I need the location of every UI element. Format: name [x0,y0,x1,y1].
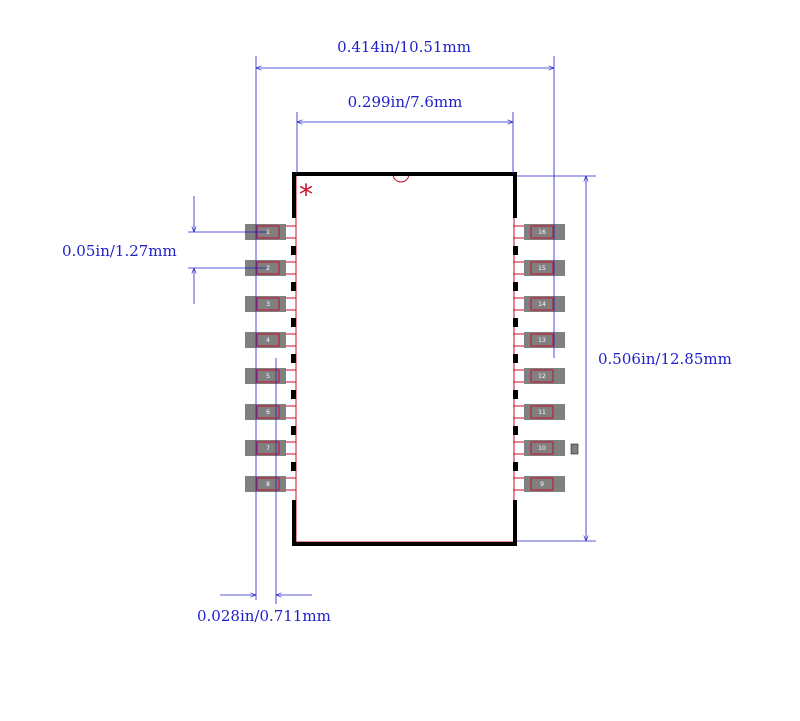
silk-tick [513,390,518,399]
pad-copper [530,405,554,419]
pin-number: 16 [538,229,546,236]
pin-number: 13 [538,337,546,344]
silkscreen-top [292,172,517,218]
pad-left-4: 4 [245,332,296,348]
pad-left-3: 3 [245,296,296,312]
package-body [291,172,518,546]
pad-shape [524,260,565,276]
pin-number: 2 [266,265,270,272]
pin-number: 10 [538,445,546,452]
dim-height: 0.506in/12.85mm [517,175,732,542]
silk-tick [291,282,296,291]
pin-number: 8 [266,481,270,488]
pin1-marker: * [299,178,313,211]
silk-tick [513,462,518,471]
pad-shape [524,332,565,348]
pad-shape [524,368,565,384]
pin-number: 6 [266,409,270,416]
dim-total-width: 0.414in/10.51mm [255,38,555,600]
pad-shape [245,332,286,348]
silkscreen-bottom [292,500,517,546]
pad-copper [256,405,280,419]
pad-right-12: 12 [513,368,565,384]
pad-right-9: 9 [513,476,565,492]
pad-copper [530,441,554,455]
pad-left-5: 5 [245,368,296,384]
pad-shape [245,296,286,312]
pad-copper [530,333,554,347]
pad-right-15: 15 [513,260,565,276]
pad-copper [256,369,280,383]
pin-number: 4 [266,337,270,344]
pad-left-6: 6 [245,404,296,420]
pad-right-10: 10 [513,440,565,456]
reference-marker [570,443,579,455]
body-width-label: 0.299in/7.6mm [348,93,463,111]
dim-pitch: 0.05in/1.27mm [62,196,266,304]
silk-tick [513,318,518,327]
body-courtyard [295,173,515,543]
pad-copper [530,225,554,239]
pin-number: 5 [266,373,270,380]
pad-right-14: 14 [513,296,565,312]
pad-shape [524,476,565,492]
pad-copper [256,333,280,347]
silkscreen-ticks [291,246,518,471]
silk-tick [291,462,296,471]
silk-tick [291,426,296,435]
pad-shape [524,224,565,240]
pin-number: 15 [538,265,546,272]
pad-copper [530,369,554,383]
pad-left-7: 7 [245,440,296,456]
pad-right-16: 16 [513,224,565,240]
pad-copper [530,297,554,311]
total-width-label: 0.414in/10.51mm [337,38,471,56]
pin-number: 14 [538,301,546,308]
dim-body-width: 0.299in/7.6mm [296,93,514,174]
pad-right-11: 11 [513,404,565,420]
height-label: 0.506in/12.85mm [598,350,732,368]
pin-number: 11 [538,409,546,416]
pin-number: 3 [266,301,270,308]
pad-copper [256,297,280,311]
pin-number: 7 [266,445,270,452]
pin1-notch [392,173,410,183]
silk-tick [291,246,296,255]
dim-pad-width: 0.028in/0.711mm [197,358,331,625]
silk-tick [513,426,518,435]
pad-copper [256,441,280,455]
pad-copper [530,261,554,275]
pad-shape [524,440,565,456]
pad-shape [524,296,565,312]
silk-tick [513,282,518,291]
pad-copper [530,477,554,491]
silk-tick [513,246,518,255]
pin-number: 9 [540,481,544,488]
pin-number: 1 [266,229,270,236]
pitch-label: 0.05in/1.27mm [62,242,177,260]
pad-shape [524,404,565,420]
silk-tick [291,318,296,327]
pad-copper [256,477,280,491]
pad-right-13: 13 [513,332,565,348]
pad-left-8: 8 [245,476,296,492]
silk-tick [513,354,518,363]
silk-tick [291,390,296,399]
pin-number: 12 [538,373,546,380]
pad-width-label: 0.028in/0.711mm [197,607,331,625]
silk-tick [291,354,296,363]
